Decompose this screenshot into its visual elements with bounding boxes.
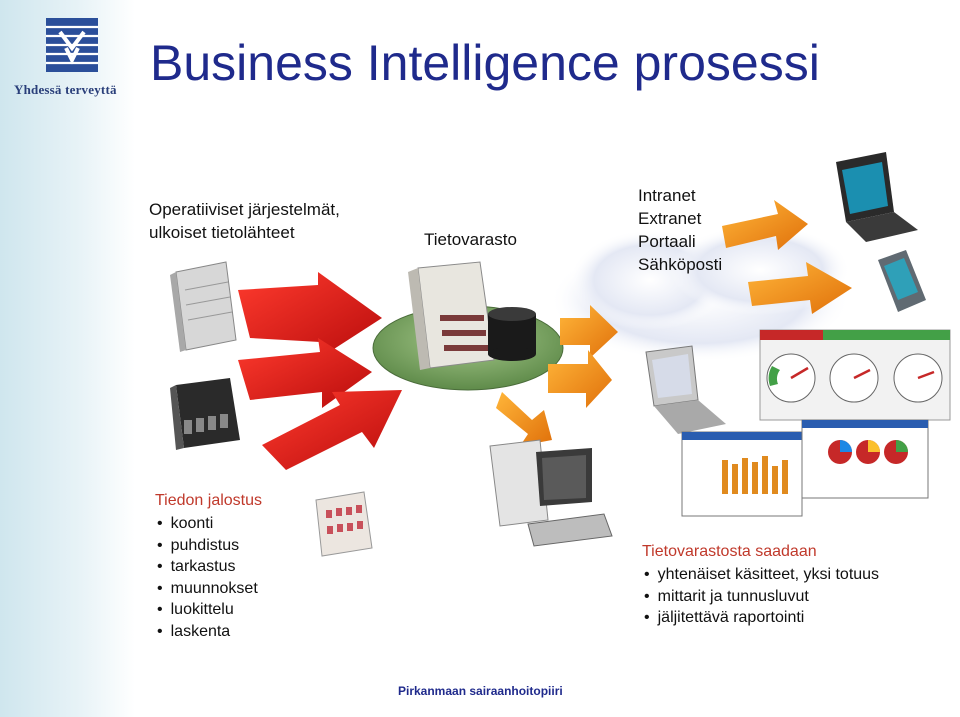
pda-icon: [878, 250, 926, 312]
channel-intranet: Intranet: [638, 186, 696, 205]
orange-arrow: [496, 200, 852, 446]
logo-text: Yhdessä terveyttä: [14, 82, 117, 97]
list-item: luokittelu: [157, 599, 258, 621]
benefits-heading: Tietovarastosta saadaan: [642, 543, 817, 560]
channel-portal: Portaali: [638, 232, 696, 251]
list-item: koonti: [157, 513, 258, 535]
sources-label: Operatiiviset järjestelmät, ulkoiset tie…: [149, 198, 340, 244]
desktop-computer-icon: [489, 439, 613, 547]
list-item: mittarit ja tunnusluvut: [644, 586, 879, 608]
laptop-icon: [836, 152, 918, 242]
processing-list: koonti puhdistus tarkastus muunnokset lu…: [157, 513, 258, 642]
warehouse-label: Tietovarasto: [424, 230, 517, 249]
cloud-shape: [550, 225, 850, 362]
sources-label-line-2: ulkoiset tietolähteet: [149, 223, 295, 242]
source-server-icon: [170, 261, 237, 352]
list-item: laskenta: [157, 621, 258, 643]
channels-list: Intranet Extranet Portaali Sähköposti: [638, 184, 722, 276]
list-item: muunnokset: [157, 578, 258, 600]
list-item: tarkastus: [157, 556, 258, 578]
sources-label-line-1: Operatiiviset järjestelmät,: [149, 200, 340, 219]
report-window: [681, 419, 929, 517]
red-arrow: [238, 272, 402, 470]
list-item: puhdistus: [157, 535, 258, 557]
list-item: jäljitettävä raportointi: [644, 607, 879, 629]
sidebar-band: [0, 0, 135, 717]
benefits-list: yhtenäiset käsitteet, yksi totuus mittar…: [644, 564, 879, 629]
page-title: Business Intelligence prosessi: [150, 35, 820, 91]
footer-text: Pirkanmaan sairaanhoitopiiri: [398, 684, 563, 698]
mainframe-icon: [170, 378, 240, 450]
channel-extranet: Extranet: [638, 209, 702, 228]
database-icon: [488, 307, 536, 361]
list-item: yhtenäiset käsitteet, yksi totuus: [644, 564, 879, 586]
gauge-dashboard: [759, 329, 951, 421]
organization-logo-icon: [46, 18, 98, 72]
rack-server-icon: [315, 491, 373, 557]
processing-heading: Tiedon jalostus: [155, 492, 263, 509]
channel-email: Sähköposti: [638, 255, 723, 274]
laptop-2-icon: [645, 345, 726, 434]
warehouse-server-icon: [408, 261, 495, 370]
